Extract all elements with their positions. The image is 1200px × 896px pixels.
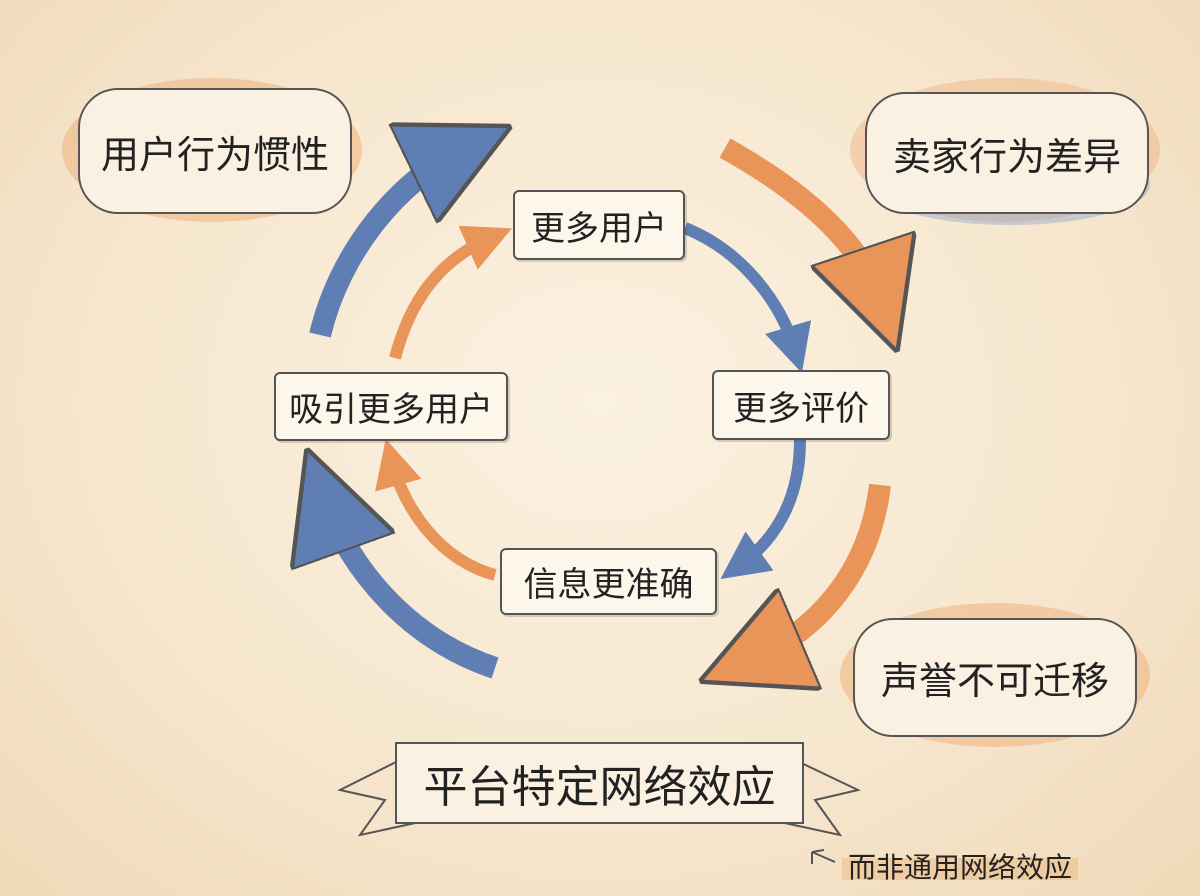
factor-label: 卖家行为差异 bbox=[892, 134, 1121, 179]
node-more-accurate-info: 信息更准确 bbox=[500, 548, 717, 615]
node-label: 吸引更多用户 bbox=[289, 390, 493, 430]
node-label: 更多评价 bbox=[733, 388, 869, 429]
node-label: 更多用户 bbox=[531, 208, 667, 249]
inner-arrow-to-attract-users bbox=[375, 438, 497, 581]
node-more-reviews: 更多评价 bbox=[712, 370, 890, 440]
inner-arrow-to-more-users bbox=[389, 225, 512, 360]
annotation-arrow-icon bbox=[811, 849, 836, 864]
outer-arrow-orange-bottom-right bbox=[750, 483, 891, 660]
inner-arrow-to-more-reviews bbox=[682, 222, 812, 373]
outer-arrow-blue-bottom-left bbox=[325, 500, 499, 679]
title-banner: 平台特定网络效应 bbox=[395, 742, 804, 824]
factor-label: 用户行为惯性 bbox=[100, 132, 329, 177]
factor-reputation-non-portable: 声誉不可迁移 bbox=[853, 618, 1137, 737]
annotation: 而非通用网络效应 bbox=[842, 846, 1079, 886]
factor-label: 声誉不可迁移 bbox=[880, 659, 1109, 703]
node-attract-more-users: 吸引更多用户 bbox=[274, 372, 508, 441]
node-more-users: 更多用户 bbox=[513, 190, 685, 260]
outer-arrow-orange-top-right bbox=[719, 138, 880, 300]
factor-user-inertia: 用户行为惯性 bbox=[78, 88, 352, 214]
factor-seller-difference: 卖家行为差异 bbox=[865, 92, 1149, 214]
inner-arrow-to-accurate-info bbox=[720, 439, 806, 579]
outer-arrow-blue-top-left bbox=[309, 150, 462, 338]
banner-title: 平台特定网络效应 bbox=[423, 762, 776, 813]
node-label: 信息更准确 bbox=[523, 565, 694, 605]
